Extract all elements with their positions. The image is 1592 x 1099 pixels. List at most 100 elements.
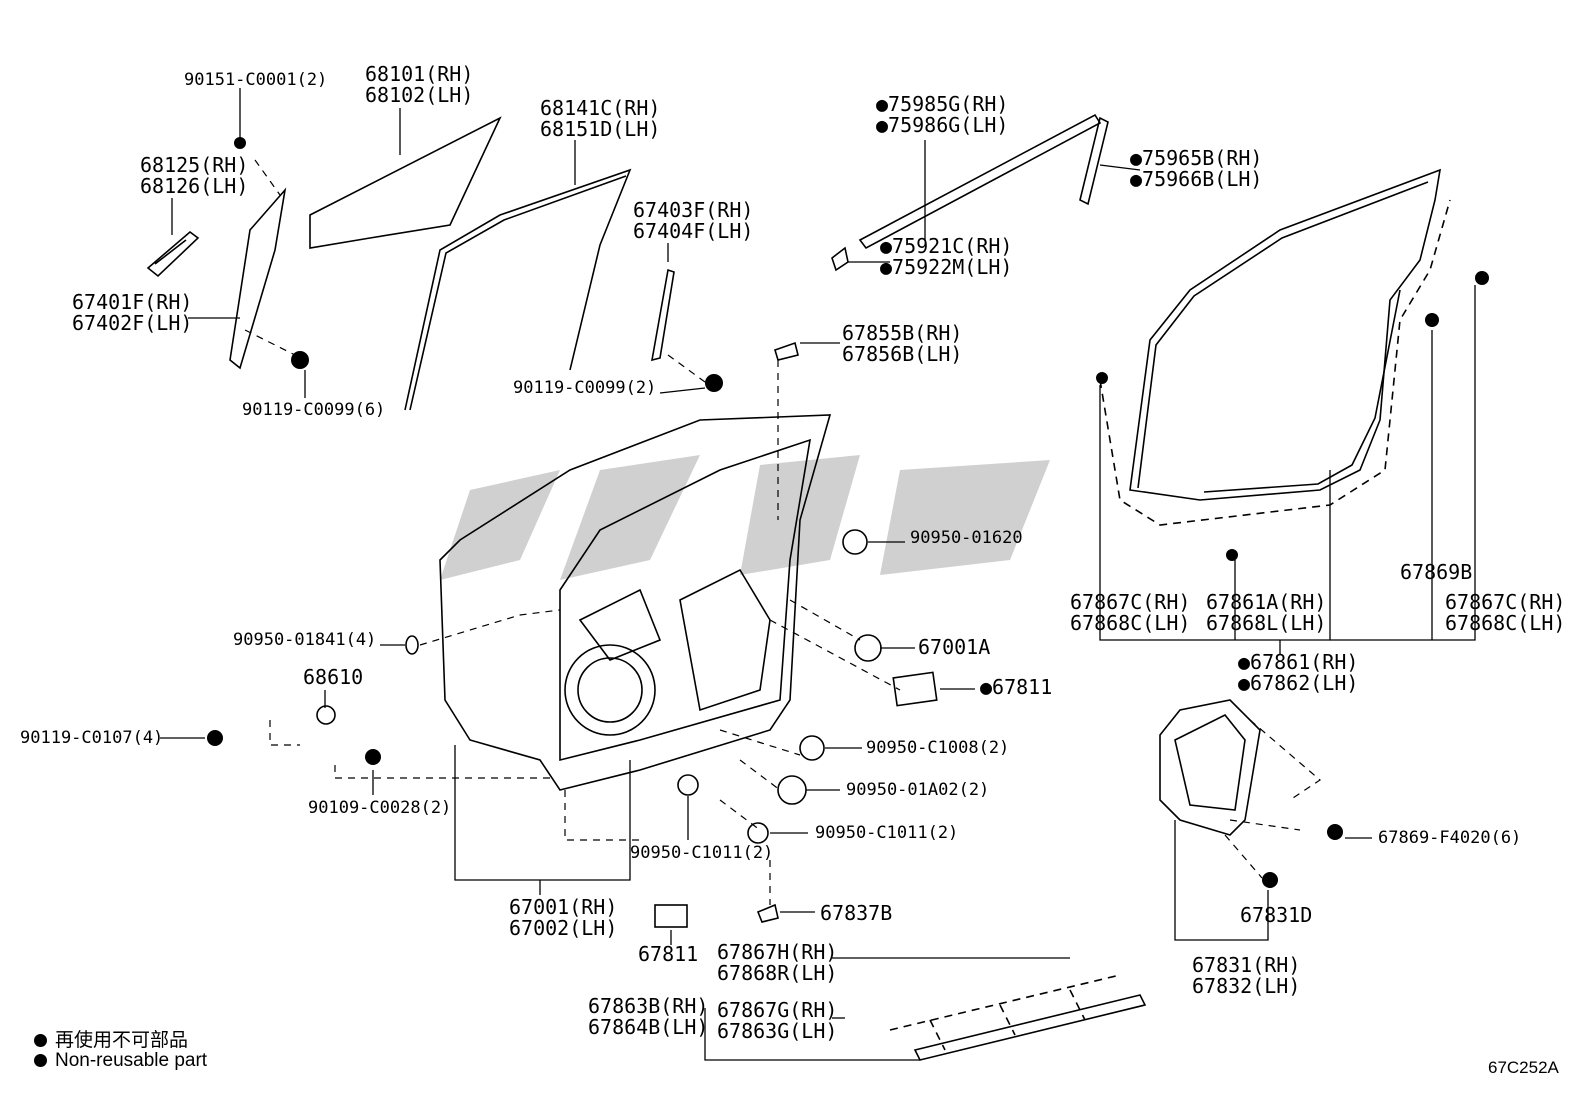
watermark-logo bbox=[440, 455, 1050, 580]
door-weatherstrip-inner bbox=[1137, 181, 1429, 493]
diagram-code: 67C252A bbox=[1488, 1058, 1559, 1077]
part-label-90119-c0099-2: 90119-C0099(2) bbox=[513, 378, 657, 398]
part-label-67861a-lh: 67868L(LH) bbox=[1206, 611, 1327, 635]
part-label-90950-01620: 90950-01620 bbox=[910, 528, 1023, 548]
legend-english: Non-reusable part bbox=[34, 1050, 207, 1072]
part-label-90119-c0099-6: 90119-C0099(6) bbox=[242, 400, 386, 420]
part-label-67867c-right-rh: 67867C(RH) bbox=[1445, 590, 1566, 614]
part-label-68101: 68101(RH)68102(LH) bbox=[365, 64, 473, 106]
part-label-67867h-rh: 67867H(RH) bbox=[717, 940, 838, 964]
mirror-garnish bbox=[146, 230, 200, 278]
leader-lines bbox=[160, 88, 1476, 1061]
part-label-67861a-rh: 67861A(RH) bbox=[1206, 590, 1327, 614]
part-label-67403-lh: 67404F(LH) bbox=[633, 219, 754, 243]
part-label-90950-c1011-right: 90950-C1011(2) bbox=[815, 823, 959, 843]
part-label-67869b: 67869B bbox=[1400, 560, 1473, 584]
clip-67855b bbox=[774, 341, 799, 361]
rear-sash bbox=[229, 187, 287, 370]
non-reusable-dot-icon bbox=[34, 1054, 47, 1068]
part-label-67867g: 67867G(RH)67863G(LH) bbox=[717, 1000, 837, 1042]
part-label-67861: ●67861(RH)●67862(LH) bbox=[1238, 652, 1358, 694]
part-label-67001-lh: 67002(LH) bbox=[509, 916, 618, 940]
front-division-bar bbox=[650, 268, 675, 362]
part-label-67863b: 67863B(RH)67864B(LH) bbox=[588, 996, 708, 1038]
part-label-67867c-left-rh: 67867C(RH) bbox=[1070, 590, 1191, 614]
part-label-67403: 67403F(RH)67404F(LH) bbox=[633, 200, 753, 242]
part-label-67861a: 67861A(RH)67868L(LH) bbox=[1206, 592, 1326, 634]
part-label-67861-lh: ●67862(LH) bbox=[1238, 671, 1359, 695]
part-label-68141-rh: 68141C(RH) bbox=[540, 96, 661, 120]
part-label-67867c-left: 67867C(RH)67868C(LH) bbox=[1070, 592, 1190, 634]
rocker-weatherstrip bbox=[913, 994, 1147, 1061]
part-label-75985-rh: ●75985G(RH) bbox=[876, 92, 1009, 116]
part-label-68101-rh: 68101(RH) bbox=[365, 62, 474, 86]
part-label-75985-lh: ●75986G(LH) bbox=[876, 113, 1009, 137]
inner-stamping bbox=[578, 568, 771, 712]
part-label-90151: 90151-C0001(2) bbox=[184, 70, 328, 90]
fastener-bolts bbox=[207, 137, 1489, 888]
part-label-67863b-lh: 67864B(LH) bbox=[588, 1015, 709, 1039]
part-label-67001: 67001(RH)67002(LH) bbox=[509, 897, 617, 939]
part-label-68141: 68141C(RH)68151D(LH) bbox=[540, 98, 660, 140]
part-label-67401: 67401F(RH)67402F(LH) bbox=[72, 292, 192, 334]
door-inner-frame bbox=[559, 438, 812, 762]
part-label-67001-rh: 67001(RH) bbox=[509, 895, 618, 919]
part-label-68101-lh: 68102(LH) bbox=[365, 83, 474, 107]
part-label-67401-rh: 67401F(RH) bbox=[72, 290, 193, 314]
part-label-67867g-lh: 67863G(LH) bbox=[717, 1019, 838, 1043]
part-label-67831: 67831(RH)67832(LH) bbox=[1192, 955, 1300, 997]
part-label-67831d: 67831D bbox=[1240, 903, 1313, 927]
legend-japanese: 再使用不可部品 bbox=[34, 1025, 188, 1052]
door-glass bbox=[309, 116, 502, 249]
part-label-67811-nonreusable: ●67811 bbox=[980, 675, 1053, 699]
legend-japanese-text: 再使用不可部品 bbox=[55, 1030, 189, 1051]
part-label-67855: 67855B(RH)67856B(LH) bbox=[842, 323, 962, 365]
part-label-67831-rh: 67831(RH) bbox=[1192, 953, 1301, 977]
part-label-67861-rh: ●67861(RH) bbox=[1238, 650, 1359, 674]
door-weatherstrip bbox=[1129, 168, 1442, 501]
service-hole-cover bbox=[1159, 699, 1261, 836]
part-label-67811: 67811 bbox=[638, 942, 699, 966]
label-sticker-2 bbox=[654, 904, 688, 928]
part-label-68610: 68610 bbox=[303, 665, 364, 689]
part-label-68125-lh: 68126(LH) bbox=[140, 174, 249, 198]
part-label-67867c-right-lh: 67868C(LH) bbox=[1445, 611, 1566, 635]
part-label-67867c-right: 67867C(RH)67868C(LH) bbox=[1445, 592, 1565, 634]
part-label-67867h-lh: 67868R(LH) bbox=[717, 961, 838, 985]
part-label-75965: ●75965B(RH)●75966B(LH) bbox=[1130, 148, 1262, 190]
weatherstrip-dashed bbox=[1099, 199, 1451, 526]
dashed-guides bbox=[244, 159, 1321, 905]
label-sticker-1 bbox=[892, 671, 938, 707]
service-hole-cover-inner bbox=[1174, 713, 1246, 811]
part-label-90950-c1011-left: 90950-C1011(2) bbox=[630, 843, 774, 863]
part-label-68125: 68125(RH)68126(LH) bbox=[140, 155, 248, 197]
part-label-90950-01a02: 90950-01A02(2) bbox=[846, 780, 990, 800]
speaker-hole-inner bbox=[577, 657, 643, 723]
part-label-75965-lh: ●75966B(LH) bbox=[1130, 167, 1263, 191]
part-label-67837b: 67837B bbox=[820, 901, 893, 925]
part-label-67863b-rh: 67863B(RH) bbox=[588, 994, 709, 1018]
non-reusable-dot-icon bbox=[34, 1034, 47, 1048]
glass-run-channel bbox=[404, 168, 632, 411]
part-label-75921-lh: ●75922M(LH) bbox=[880, 255, 1013, 279]
part-label-90119-c0107: 90119-C0107(4) bbox=[20, 728, 164, 748]
outer-belt-moulding bbox=[858, 113, 1102, 250]
speaker-hole bbox=[564, 644, 656, 736]
part-label-68125-rh: 68125(RH) bbox=[140, 153, 249, 177]
part-label-67855-lh: 67856B(LH) bbox=[842, 342, 963, 366]
rear-moulding bbox=[1079, 116, 1109, 206]
part-label-90950-c1008: 90950-C1008(2) bbox=[866, 738, 1010, 758]
moulding-clip bbox=[831, 246, 849, 272]
door-panel bbox=[439, 414, 832, 791]
legend-english-text: Non-reusable part bbox=[55, 1050, 208, 1071]
part-label-90109-c0028: 90109-C0028(2) bbox=[308, 798, 452, 818]
part-label-68141-lh: 68151D(LH) bbox=[540, 117, 661, 141]
part-label-67855-rh: 67855B(RH) bbox=[842, 321, 963, 345]
part-label-67867h: 67867H(RH)67868R(LH) bbox=[717, 942, 837, 984]
rocker-dashed bbox=[889, 974, 1121, 1051]
part-label-75965-rh: ●75965B(RH) bbox=[1130, 146, 1263, 170]
part-label-67401-lh: 67402F(LH) bbox=[72, 311, 193, 335]
part-label-67869-f4020: 67869-F4020(6) bbox=[1378, 828, 1522, 848]
